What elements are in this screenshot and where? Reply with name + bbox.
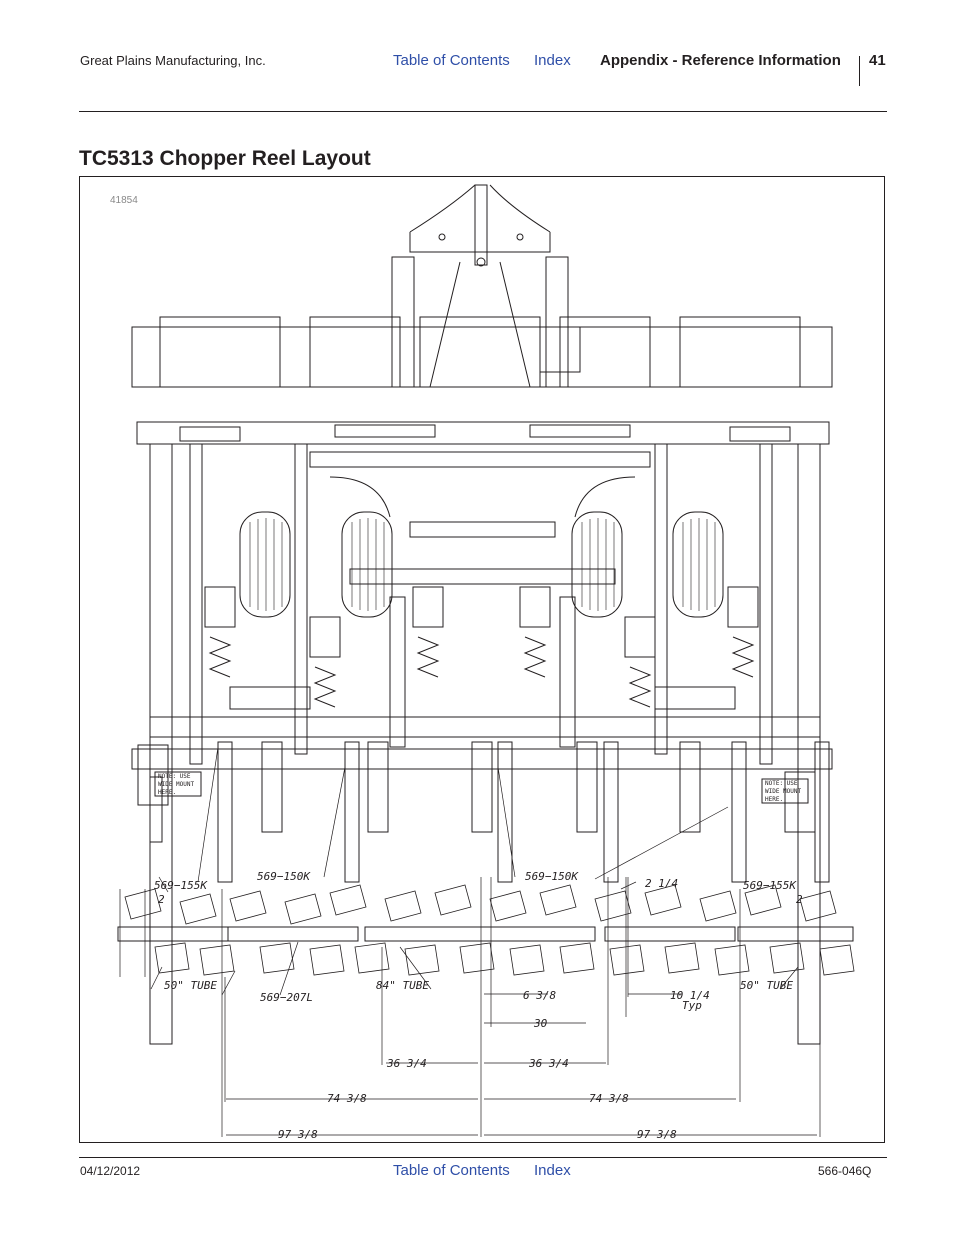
label-569-207l: 569−207L	[260, 991, 313, 1004]
footer-toc-link[interactable]: Table of Contents	[393, 1162, 510, 1179]
label-84-tube: 84" TUBE	[376, 979, 429, 992]
figure-frame: 41854	[79, 176, 885, 1143]
label-2-left: 2	[158, 893, 165, 906]
section-title: Appendix - Reference Information	[600, 52, 841, 69]
note-left-line1: NOTE: USE	[158, 773, 191, 780]
dim-36-3-4-left: 36 3/4	[386, 1057, 427, 1070]
dim-2-1-4: 2 1/4	[645, 877, 678, 890]
label-50-tube-left: 50" TUBE	[164, 979, 217, 992]
dim-30: 30	[533, 1017, 548, 1030]
page-title: TC5313 Chopper Reel Layout	[79, 147, 371, 170]
footer-doc-number: 566-046Q	[818, 1164, 872, 1178]
company-name: Great Plains Manufacturing, Inc.	[80, 53, 266, 68]
footer-rule	[79, 1157, 887, 1158]
dim-74-3-8-right: 74 3/8	[589, 1092, 629, 1105]
header-rule	[79, 111, 887, 112]
label-569-150k-right: 569−150K	[525, 870, 579, 883]
label-569-155k-right: 569−155K	[743, 879, 797, 892]
figure-number: 41854	[110, 195, 138, 206]
note-right-line1: NOTE: USE	[765, 780, 798, 787]
note-right-line2: WIDE MOUNT	[765, 788, 802, 795]
note-left-line2: WIDE MOUNT	[158, 781, 195, 788]
dim-74-3-8-left: 74 3/8	[327, 1092, 367, 1105]
header-toc-link[interactable]: Table of Contents	[393, 52, 510, 69]
dim-97-3-8-right: 97 3/8	[637, 1128, 677, 1141]
chopper-reel-drawing: NOTE: USE WIDE MOUNT HERE. NOTE: USE WID…	[117, 184, 855, 1141]
note-right-line3: HERE.	[765, 796, 783, 803]
page-number: 41	[869, 52, 886, 69]
label-50-tube-right: 50" TUBE	[740, 979, 793, 992]
label-569-150k-left: 569−150K	[257, 870, 311, 883]
dim-10-1-4: 10 1/4	[670, 989, 710, 1002]
dim-97-3-8-left: 97 3/8	[278, 1128, 318, 1141]
footer-index-link[interactable]: Index	[534, 1162, 571, 1179]
label-569-155k-left: 569−155K	[154, 879, 208, 892]
dim-36-3-4-right: 36 3/4	[528, 1057, 569, 1070]
dim-6-3-8: 6 3/8	[523, 989, 556, 1002]
note-left-line3: HERE.	[158, 789, 176, 796]
header-divider	[859, 56, 860, 86]
label-2-right: 2	[796, 893, 803, 906]
dim-typ: Typ	[682, 999, 702, 1012]
footer-date: 04/12/2012	[80, 1164, 141, 1178]
header-index-link[interactable]: Index	[534, 52, 571, 69]
